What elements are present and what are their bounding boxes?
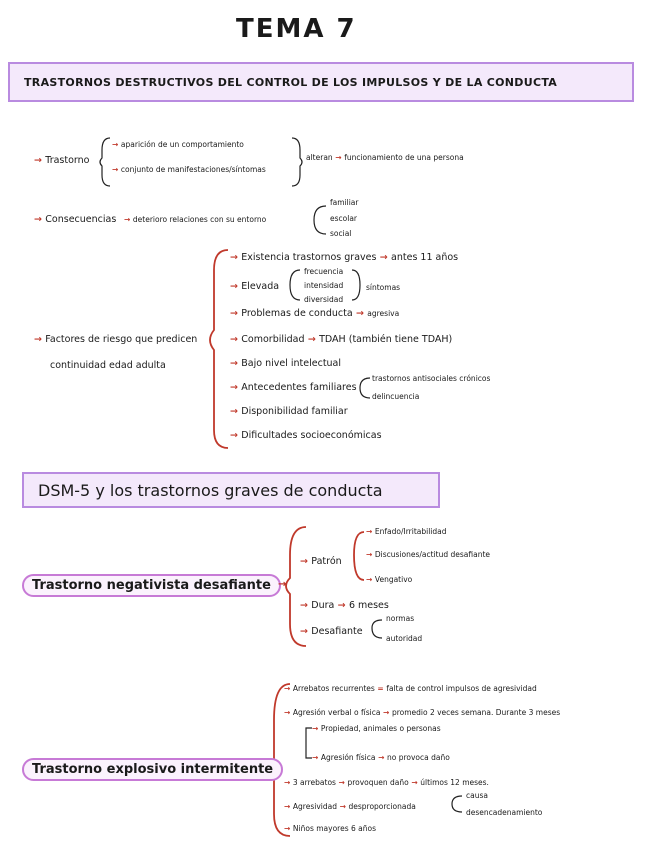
- consecuencias-label: → Consecuencias: [34, 214, 117, 225]
- tnd-arrow: →: [278, 579, 287, 590]
- tei-3-arrebatos: → 3 arrebatos → provoquen daño → últimos…: [284, 778, 489, 787]
- trastorno-item-2: → conjunto de manifestaciones/síntomas: [112, 165, 266, 174]
- consecuencias-item-1: familiar: [330, 198, 359, 207]
- elevada-item-3: diversidad: [304, 295, 344, 304]
- factores-problemas: → Problemas de conducta → agresiva: [230, 308, 400, 319]
- factores-label-1: → Factores de riesgo que predicen: [34, 334, 198, 345]
- antecedentes-item-1: trastornos antisociales crónicos: [372, 374, 491, 383]
- section1-heading: TRASTORNOS DESTRUCTIVOS DEL CONTROL DE L…: [24, 76, 558, 89]
- elevada-item-2: intensidad: [304, 281, 344, 290]
- tei-agresion-fisica: → Agresión física → no provoca daño: [312, 753, 450, 762]
- elevada-item-1: frecuencia: [304, 267, 344, 276]
- trastorno-alteran: alteran → funcionamiento de una persona: [306, 153, 464, 162]
- consecuencias-item-3: social: [330, 229, 352, 238]
- tei-arrebatos: → Arrebatos recurrentes = falta de contr…: [284, 684, 537, 693]
- factores-dificultades: → Dificultades socioeconómicas: [230, 430, 382, 441]
- tnd-patron: → Patrón: [300, 556, 342, 567]
- factores-comorbilidad: → Comorbilidad → TDAH (también tiene TDA…: [230, 334, 453, 345]
- factores-label-2: continuidad edad adulta: [50, 360, 166, 371]
- patron-item-2: → Discusiones/actitud desafiante: [366, 550, 491, 559]
- tei-label: Trastorno explosivo intermitente: [22, 758, 284, 781]
- tei-ninos: → Niños mayores 6 años: [284, 824, 376, 833]
- factores-elevada: → Elevada: [230, 281, 280, 292]
- consecuencias-text: → deterioro relaciones con su entorno: [124, 215, 267, 224]
- desafiante-item-1: normas: [386, 614, 415, 623]
- tei-causa: causa: [466, 791, 488, 800]
- patron-item-1: → Enfado/Irritabilidad: [366, 527, 447, 536]
- desafiante-item-2: autoridad: [386, 634, 423, 643]
- trastorno-label: → Trastorno: [34, 155, 90, 166]
- patron-item-3: → Vengativo: [366, 575, 413, 584]
- factores-existencia: → Existencia trastornos graves → antes 1…: [230, 252, 459, 263]
- consecuencias-item-2: escolar: [330, 214, 357, 223]
- factores-bajo-nivel: → Bajo nivel intelectual: [230, 358, 342, 369]
- tei-desencadenamiento: desencadenamiento: [466, 808, 543, 817]
- factores-antecedentes: → Antecedentes familiares: [230, 382, 357, 393]
- tei-propiedad: → Propiedad, animales o personas: [312, 724, 441, 733]
- section2-heading: DSM-5 y los trastornos graves de conduct…: [38, 481, 383, 500]
- tnd-label: Trastorno negativista desafiante: [22, 574, 281, 597]
- antecedentes-item-2: delincuencia: [372, 392, 420, 401]
- tei-agresividad: → Agresividad → desproporcionada: [284, 802, 416, 811]
- page-title: TEMA 7: [236, 14, 357, 44]
- section2-heading-box: DSM-5 y los trastornos graves de conduct…: [22, 472, 440, 508]
- trastorno-item-1: → aparición de un comportamiento: [112, 140, 244, 149]
- section1-heading-box: TRASTORNOS DESTRUCTIVOS DEL CONTROL DE L…: [8, 62, 634, 102]
- tnd-desafiante: → Desafiante: [300, 626, 363, 637]
- elevada-sintomas: síntomas: [366, 283, 401, 292]
- tei-agresion: → Agresión verbal o física → promedio 2 …: [284, 708, 561, 717]
- factores-disponibilidad: → Disponibilidad familiar: [230, 406, 348, 417]
- tnd-dura: → Dura → 6 meses: [300, 600, 389, 611]
